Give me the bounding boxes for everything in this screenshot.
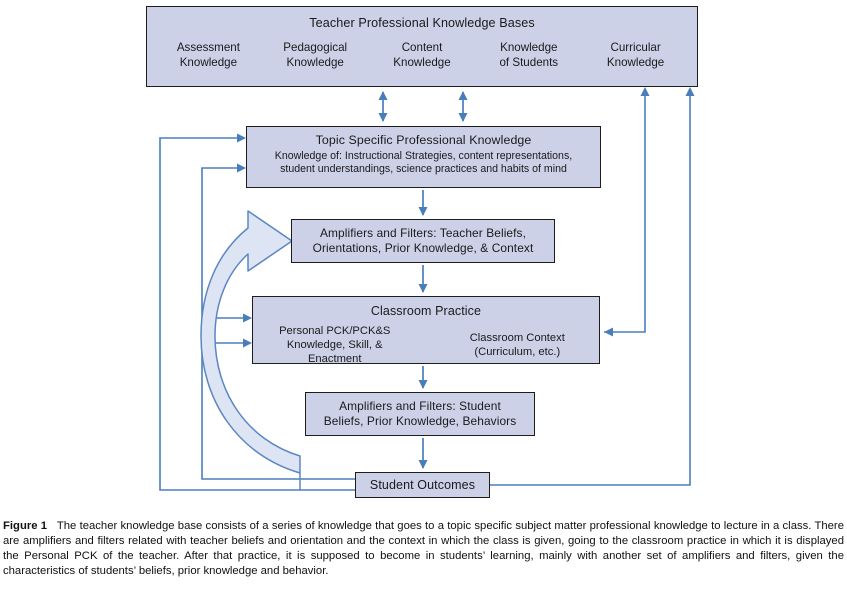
- tspk-sub-line2: student understandings, science practice…: [280, 163, 567, 175]
- kb-col-1-line1: Pedagogical: [283, 41, 348, 54]
- kb-col-4-line2: Knowledge: [606, 55, 665, 69]
- kb-column-content-knowledge: Content Knowledge: [369, 41, 476, 70]
- kb-column-curricular-knowledge: Curricular Knowledge: [582, 41, 689, 70]
- kb-title: Teacher Professional Knowledge Bases: [309, 16, 535, 30]
- cp-title: Classroom Practice: [370, 304, 482, 318]
- node-amplifiers-filters-teacher: Amplifiers and Filters: Teacher Beliefs,…: [291, 219, 555, 263]
- kb-column-assessment-knowledge: Assessment Knowledge: [155, 41, 262, 70]
- kb-col-3-line1: Knowledge: [500, 41, 558, 54]
- connector-cp-to-kb-feedback: [604, 87, 650, 337]
- kb-col-3-line2: of Students: [499, 55, 559, 69]
- kb-col-0-line2: Knowledge: [179, 55, 238, 69]
- cp-personal-pck: Personal PCK/PCK&S Knowledge, Skill, & E…: [263, 324, 406, 366]
- af-teacher-line1: Amplifiers and Filters: Teacher Beliefs,: [320, 225, 526, 240]
- connector-so-to-kb-feedback: [490, 87, 695, 486]
- kb-col-1-line2: Knowledge: [286, 55, 344, 69]
- kb-col-4-line1: Curricular: [610, 41, 661, 54]
- node-student-outcomes: Student Outcomes: [355, 472, 490, 498]
- af-student-line1: Amplifiers and Filters: Student: [339, 398, 501, 413]
- cp-left-line2: Knowledge, Skill, & Enactment: [286, 339, 383, 365]
- kb-columns: Assessment Knowledge Pedagogical Knowled…: [147, 41, 697, 70]
- af-student-line2: Beliefs, Prior Knowledge, Behaviors: [323, 414, 517, 428]
- af-teacher-line2: Orientations, Prior Knowledge, & Context: [312, 241, 534, 255]
- figure-label: Figure 1: [3, 520, 48, 532]
- cp-right-line1: Classroom Context: [469, 332, 565, 344]
- tspk-title: Topic Specific Professional Knowledge: [315, 133, 532, 147]
- node-amplifiers-filters-student: Amplifiers and Filters: Student Beliefs,…: [305, 392, 535, 436]
- kb-col-2-line2: Knowledge: [393, 55, 451, 69]
- cp-classroom-context: Classroom Context (Curriculum, etc.): [446, 331, 589, 359]
- node-classroom-practice: Classroom Practice Personal PCK/PCK&S Kn…: [252, 296, 600, 365]
- kb-column-pedagogical-knowledge: Pedagogical Knowledge: [262, 41, 369, 70]
- kb-column-knowledge-of-students: Knowledge of Students: [475, 41, 582, 70]
- tspk-sub-line1: Knowledge of: Instructional Strategies, …: [274, 150, 573, 162]
- connector-so-to-tspk-feedback-outer: [159, 133, 355, 491]
- cp-right-line2: (Curriculum, etc.): [474, 346, 561, 358]
- kb-col-0-line1: Assessment: [176, 41, 240, 54]
- kb-col-2-line1: Content: [401, 41, 443, 54]
- connector-layer: [159, 87, 695, 491]
- connector-so-to-af-teacher-block-arrow: [200, 210, 301, 491]
- node-teacher-professional-knowledge-bases: Teacher Professional Knowledge Bases Ass…: [146, 6, 698, 87]
- figure-caption: Figure 1 The teacher knowledge base cons…: [3, 519, 844, 579]
- figure-caption-text: The teacher knowledge base consists of a…: [3, 520, 844, 578]
- cp-inner-row: Personal PCK/PCK&S Knowledge, Skill, & E…: [253, 325, 599, 365]
- node-topic-specific-professional-knowledge: Topic Specific Professional Knowledge Kn…: [246, 126, 601, 188]
- cp-left-line1: Personal PCK/PCK&S: [279, 325, 391, 337]
- so-title: Student Outcomes: [369, 477, 476, 492]
- figure-diagram: Teacher Professional Knowledge Bases Ass…: [146, 6, 698, 498]
